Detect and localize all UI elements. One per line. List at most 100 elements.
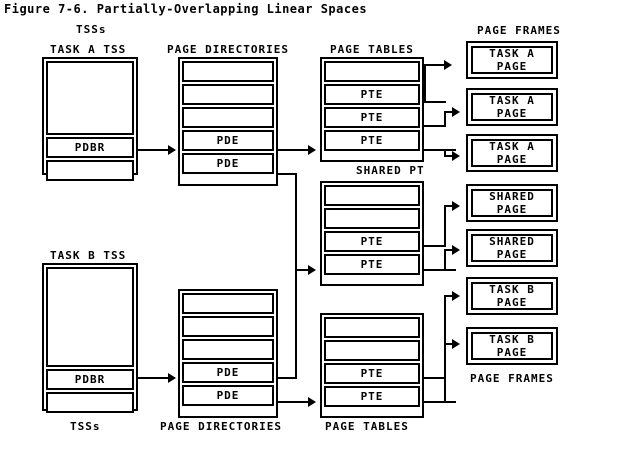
connector-shared-pte0-h2 xyxy=(444,205,456,207)
page-frame-0: TASK A PAGE xyxy=(466,41,558,79)
pd-b-cell-0 xyxy=(182,293,274,314)
connector-pde-b0-to-shared xyxy=(278,377,297,379)
connector-pde-b1-to-pt-b xyxy=(278,401,310,403)
page-frame-2: TASK A PAGE xyxy=(466,134,558,172)
arrowhead-pdbr-a xyxy=(168,145,176,155)
page-frame-4-line1: SHARED xyxy=(489,235,535,248)
arrowhead-shared-pt xyxy=(308,265,316,275)
connector-pdbr-a-to-pd xyxy=(138,149,170,151)
label-shared-pt: SHARED PT xyxy=(356,164,425,177)
pd-a-cell-pde-1: PDE xyxy=(182,153,274,174)
arrowhead-pde-b1 xyxy=(308,397,316,407)
connector-pte-b1-v xyxy=(444,343,446,403)
arrowhead-pde-a0 xyxy=(308,145,316,155)
page-frame-3: SHARED PAGE xyxy=(466,184,558,222)
pt-b-cell-pte-1: PTE xyxy=(324,386,420,407)
label-page-directories-top: PAGE DIRECTORIES xyxy=(167,43,289,56)
pt-a-cell-pte-0: PTE xyxy=(324,84,420,105)
arrowhead-frame-3 xyxy=(452,201,460,211)
connector-pdbr-b-to-pd xyxy=(138,377,170,379)
page-frame-3-line2: PAGE xyxy=(496,203,528,216)
pt-a-cell-0 xyxy=(324,61,420,82)
page-frame-4-inner: SHARED PAGE xyxy=(471,234,553,262)
task-a-tss-cell-0 xyxy=(46,61,134,135)
page-frame-0-inner: TASK A PAGE xyxy=(471,46,553,74)
page-table-b-box: PTE PTE xyxy=(320,313,424,418)
shared-pt-cell-0 xyxy=(324,185,420,206)
label-task-b-tss: TASK B TSS xyxy=(50,249,127,262)
connector-shared-pte1-v xyxy=(444,249,446,271)
label-tsss-top: TSSs xyxy=(76,23,107,36)
connector-pte-a1-h1 xyxy=(424,125,446,127)
arrowhead-frame-2 xyxy=(452,151,460,161)
page-frame-5-inner: TASK B PAGE xyxy=(471,282,553,310)
connector-pte-b0-h2 xyxy=(444,295,456,297)
pd-b-cell-pde-1: PDE xyxy=(182,385,274,406)
shared-pt-cell-pte-0: PTE xyxy=(324,231,420,252)
page-frame-6-line2: PAGE xyxy=(496,346,528,359)
connector-shared-pte1-h xyxy=(424,269,456,271)
page-directory-a-box: PDE PDE xyxy=(178,57,278,186)
label-page-tables-bottom: PAGE TABLES xyxy=(325,420,409,433)
page-frame-1: TASK A PAGE xyxy=(466,88,558,126)
connector-pte-a0-v xyxy=(424,64,426,103)
page-frame-5: TASK B PAGE xyxy=(466,277,558,315)
arrowhead-pdbr-b xyxy=(168,373,176,383)
page-directory-b-box: PDE PDE xyxy=(178,289,278,418)
pd-a-cell-1 xyxy=(182,84,274,105)
arrowhead-frame-1 xyxy=(452,107,460,117)
connector-pte-a2-h xyxy=(424,149,456,151)
pt-a-cell-pte-1: PTE xyxy=(324,107,420,128)
arrowhead-frame-6 xyxy=(452,339,460,349)
pd-a-cell-2 xyxy=(182,107,274,128)
connector-pte-a2-h2 xyxy=(444,155,456,157)
label-tsss-bottom: TSSs xyxy=(70,420,101,433)
connector-shared-into-pt xyxy=(295,269,310,271)
task-a-tss-box: PDBR xyxy=(42,57,138,181)
page-frame-2-line1: TASK A xyxy=(489,140,535,153)
task-a-tss-cell-pdbr: PDBR xyxy=(46,137,134,158)
connector-pde-a1-out xyxy=(278,173,297,175)
label-task-a-tss: TASK A TSS xyxy=(50,43,127,56)
connector-pte-b1-h2 xyxy=(444,343,456,345)
page-frame-1-line2: PAGE xyxy=(496,107,528,120)
page-frame-1-inner: TASK A PAGE xyxy=(471,93,553,121)
connector-pte-a0-h1 xyxy=(424,101,446,103)
page-frame-2-inner: TASK A PAGE xyxy=(471,139,553,167)
connector-shared-pte0-v xyxy=(444,205,446,247)
pd-b-cell-2 xyxy=(182,339,274,360)
page-frame-0-line1: TASK A xyxy=(489,47,535,60)
shared-pt-cell-1 xyxy=(324,208,420,229)
page-frame-4-line2: PAGE xyxy=(496,248,528,261)
page-frame-1-line1: TASK A xyxy=(489,94,535,107)
pt-b-cell-0 xyxy=(324,317,420,338)
label-page-frames-bottom: PAGE FRAMES xyxy=(470,372,554,385)
pt-b-cell-1 xyxy=(324,340,420,361)
page-table-a-box: PTE PTE PTE xyxy=(320,57,424,162)
task-b-tss-cell-0 xyxy=(46,267,134,367)
connector-shared-pte0-h1 xyxy=(424,245,446,247)
connector-pte-b0-v xyxy=(444,295,446,379)
page-frame-6-line1: TASK B xyxy=(489,333,535,346)
connector-pde-a0-to-pt-a xyxy=(278,149,310,151)
connector-pte-a2-v xyxy=(444,149,446,157)
pd-b-cell-pde-0: PDE xyxy=(182,362,274,383)
task-b-tss-cell-pdbr: PDBR xyxy=(46,369,134,390)
connector-pte-a0-h2 xyxy=(424,64,446,66)
page-frame-5-line1: TASK B xyxy=(489,283,535,296)
arrowhead-frame-4 xyxy=(452,245,460,255)
shared-page-table-box: PTE PTE xyxy=(320,181,424,286)
pd-b-cell-1 xyxy=(182,316,274,337)
connector-pte-b1-h xyxy=(424,401,456,403)
label-page-frames-top: PAGE FRAMES xyxy=(477,24,561,37)
page-frame-5-line2: PAGE xyxy=(496,296,528,309)
pd-a-cell-0 xyxy=(182,61,274,82)
page-frame-6: TASK B PAGE xyxy=(466,327,558,365)
connector-pte-a1-h2 xyxy=(444,111,456,113)
connector-pte-b0-h1 xyxy=(424,377,446,379)
page-frame-3-line1: SHARED xyxy=(489,190,535,203)
task-a-tss-cell-2 xyxy=(46,160,134,181)
arrowhead-frame-5 xyxy=(452,291,460,301)
connector-shared-vertical xyxy=(295,173,297,271)
task-b-tss-cell-2 xyxy=(46,392,134,413)
